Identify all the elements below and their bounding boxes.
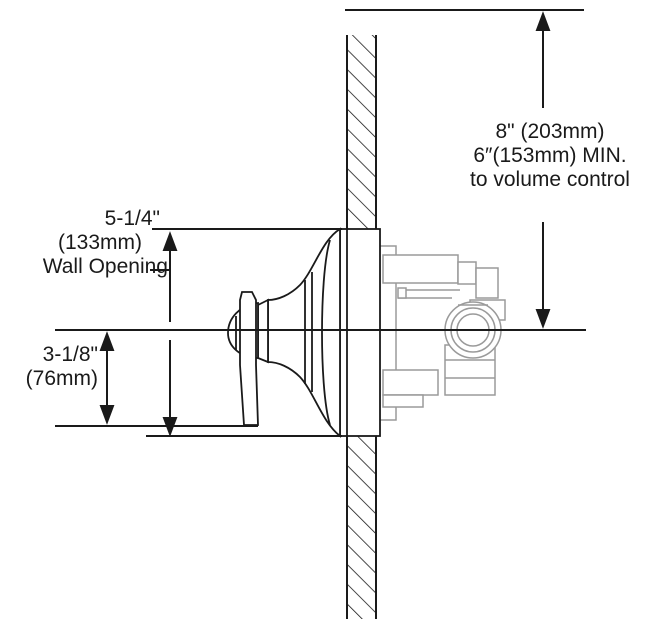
lower-offset-line2: (76mm) — [25, 367, 98, 390]
lower-offset-dimension — [99, 331, 115, 425]
wall-opening-line2: (133mm) — [57, 231, 142, 254]
valve-body — [375, 245, 506, 421]
lower-offset-label: 3-1/8" (76mm) — [0, 343, 98, 391]
top-clearance-dimension — [535, 11, 551, 329]
wall-opening-label: 5-1/4" (133mm) Wall Opening — [0, 207, 168, 279]
valve-handle — [227, 291, 269, 426]
wall-opening-line1: 5-1/4" — [104, 207, 160, 230]
top-clearance-line3: to volume control — [470, 168, 630, 191]
lower-offset-line1: 3-1/8" — [42, 343, 98, 366]
wall-opening-line3: Wall Opening — [42, 255, 168, 278]
wall-opening-dimension — [150, 231, 178, 437]
top-clearance-line2: 6″(153mm) MIN. — [473, 144, 627, 167]
reference-lines — [55, 9, 586, 437]
top-clearance-label: 8" (203mm) 6″(153mm) MIN. to volume cont… — [440, 120, 652, 192]
top-clearance-line1: 8" (203mm) — [495, 120, 605, 143]
trim-escutcheon — [267, 227, 381, 438]
